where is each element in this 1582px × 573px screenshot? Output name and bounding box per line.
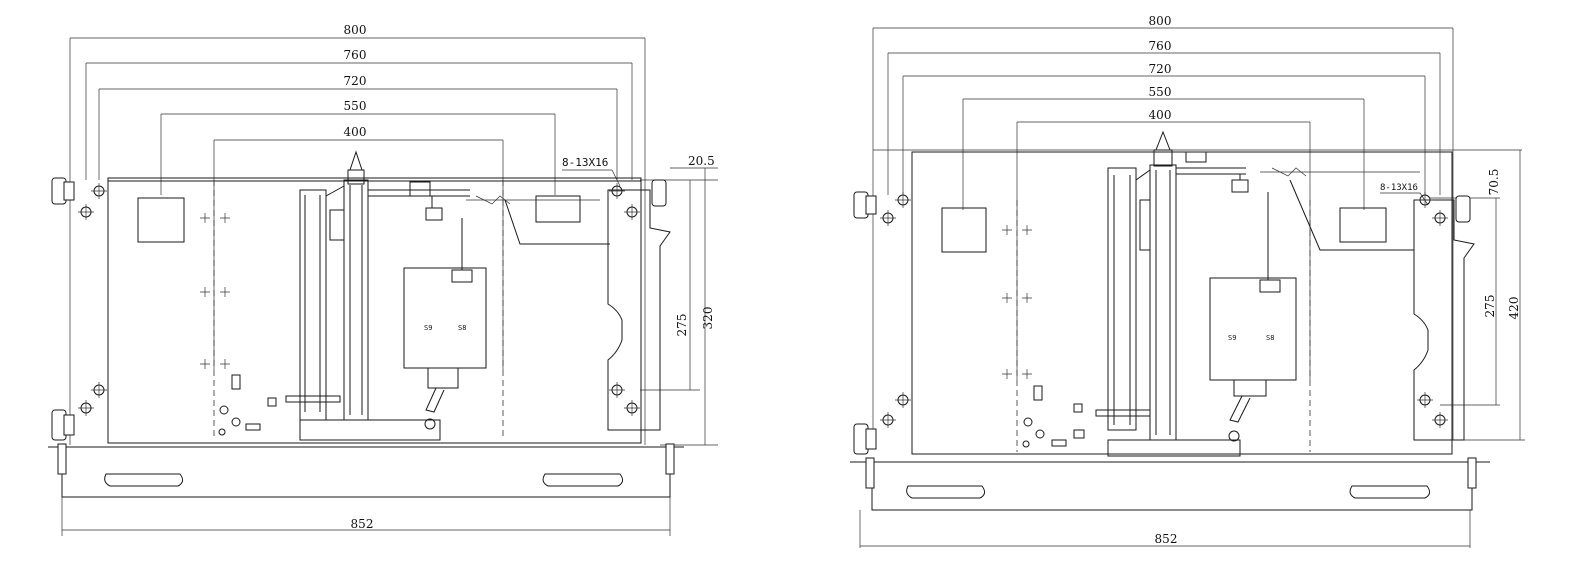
label-s8: S8 — [458, 324, 466, 332]
dim-275: 275 — [675, 314, 689, 337]
right-side-plate — [1413, 199, 1475, 441]
right-dim-lines — [873, 149, 1525, 441]
dim-550: 550 — [1149, 85, 1172, 99]
mounting-holes — [880, 192, 1448, 428]
dim-total-height: 320 — [701, 307, 715, 330]
label-s9: S9 — [1228, 334, 1236, 342]
dim-offset: 20.5 — [688, 154, 715, 168]
dim-852: 852 — [351, 517, 374, 531]
panel-frame — [107, 177, 642, 444]
top-linkage — [368, 181, 610, 245]
dim-852: 852 — [1155, 532, 1178, 546]
control-box — [1209, 192, 1297, 442]
drawing-right: 800 760 720 550 400 8-13X16 70.5 275 420 — [850, 14, 1525, 548]
hole-callout: 8-13X16 — [1380, 183, 1418, 193]
dim-760: 760 — [344, 48, 367, 62]
cross-markers — [200, 213, 230, 369]
right-dim-lines — [660, 167, 718, 446]
label-s9: S9 — [424, 324, 432, 332]
chassis-base — [48, 443, 684, 536]
top-linkage — [1185, 151, 1420, 251]
dim-400: 400 — [1149, 108, 1172, 122]
terminal-plate — [137, 197, 185, 243]
drawing-left: 800 760 720 550 400 8-13X16 20.5 275 320 — [48, 23, 718, 536]
dim-offset: 70.5 — [1487, 169, 1501, 196]
mechanism-column — [285, 150, 441, 441]
dim-total-height: 420 — [1507, 297, 1521, 320]
dim-720: 720 — [1149, 62, 1172, 76]
dim-800: 800 — [344, 23, 367, 37]
right-side-plate — [607, 189, 671, 431]
inner-dim-lines — [640, 179, 718, 391]
dim-550: 550 — [344, 99, 367, 113]
dim-720: 720 — [344, 74, 367, 88]
top-dimension-lines — [872, 27, 1454, 440]
cross-markers — [1002, 225, 1032, 379]
control-box — [403, 218, 487, 430]
small-parts — [1022, 385, 1085, 448]
dim-800: 800 — [1149, 14, 1172, 28]
terminal-plate — [941, 207, 987, 253]
mechanism-column — [1095, 130, 1246, 457]
panel-frame — [911, 151, 1453, 455]
mounting-holes — [78, 183, 640, 416]
label-s8: S8 — [1266, 334, 1274, 342]
dim-400: 400 — [344, 125, 367, 139]
left-bushings — [51, 177, 667, 441]
small-parts — [218, 374, 277, 436]
hole-callout: 8-13X16 — [562, 156, 608, 169]
chassis-base — [850, 457, 1490, 548]
dim-760: 760 — [1149, 39, 1172, 53]
left-bushings — [853, 191, 1471, 455]
dim-275: 275 — [1483, 295, 1497, 318]
